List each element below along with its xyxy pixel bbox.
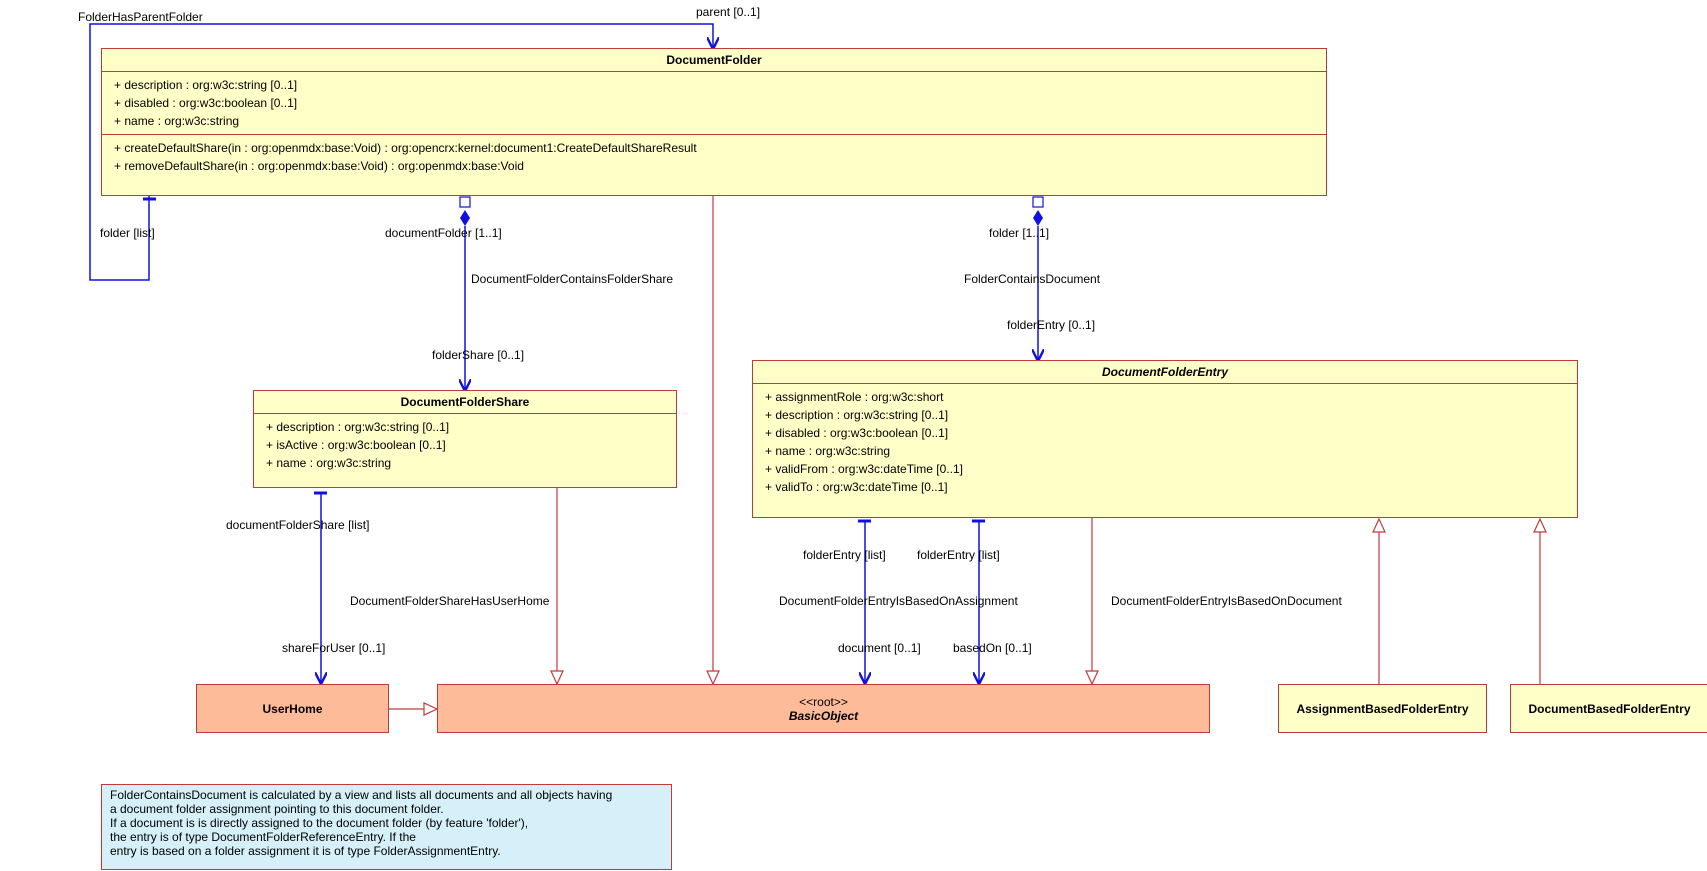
is-based-on-assignment-label: DocumentFolderEntryIsBasedOnAssignment [779,594,1018,608]
document-folder-entry-class[interactable]: DocumentFolderEntry + assignmentRole : o… [752,360,1578,518]
document-folder-class[interactable]: DocumentFolder + description : org:w3c:s… [101,48,1327,196]
document-folder-contains-folder-share-label: DocumentFolderContainsFolderShare [471,272,674,286]
folder-contains-document-label: FolderContainsDocument [964,272,1101,286]
document-folder-entry-title: DocumentFolderEntry [753,361,1577,384]
note-line: If a document is is directly assigned to… [110,816,529,830]
attribute-row: + description : org:w3c:string [0..1] [266,420,450,434]
folder-has-parent-folder-link [89,23,713,281]
document-folder-attributes: + description : org:w3c:string [0..1] + … [102,72,1326,135]
folder-has-parent-folder-label: FolderHasParentFolder [78,10,203,24]
document-folder-share-class[interactable]: DocumentFolderShare + description : org:… [253,390,677,488]
attribute-row: + name : org:w3c:string [765,444,891,458]
parent-role-label: parent [0..1] [696,5,761,19]
folder-entry-list-role-label-b: folderEntry [list] [917,548,1000,562]
assignment-based-folder-entry-class[interactable]: AssignmentBasedFolderEntry [1278,684,1487,733]
attribute-row: + assignmentRole : org:w3c:short [765,390,944,404]
folder-entry-role-label: folderEntry [0..1] [1007,318,1096,332]
folder-role-label: folder [1..1] [989,226,1050,240]
operation-row: + removeDefaultShare(in : org:openmdx:ba… [114,159,524,173]
explanation-note: FolderContainsDocument is calculated by … [101,784,672,870]
attribute-row: + description : org:w3c:string [0..1] [765,408,949,422]
document-folder-entry-generalization [1085,518,1099,686]
folder-entry-list-role-label-a: folderEntry [list] [803,548,886,562]
note-line: the entry is of type DocumentFolderRefer… [110,830,416,844]
attribute-row: + description : org:w3c:string [0..1] [114,78,298,92]
operation-row: + createDefaultShare(in : org:openmdx:ba… [114,141,697,155]
is-based-on-document-label: DocumentFolderEntryIsBasedOnDocument [1111,594,1342,608]
document-folder-title: DocumentFolder [102,49,1326,72]
document-folder-generalization [706,196,720,686]
basic-object-title: BasicObject [788,708,859,723]
is-based-on-document-link [972,519,985,683]
document-folder-share-has-user-home-label: DocumentFolderShareHasUserHome [350,594,550,608]
attribute-row: + isActive : org:w3c:boolean [0..1] [266,438,446,452]
user-home-class[interactable]: UserHome [196,684,389,733]
assignment-based-folder-entry-title: AssignmentBasedFolderEntry [1296,701,1469,716]
share-for-user-role-label: shareForUser [0..1] [282,641,386,655]
document-based-folder-entry-class[interactable]: DocumentBasedFolderEntry [1510,684,1707,733]
attribute-row: + name : org:w3c:string [114,114,240,128]
document-folder-share-attributes: + description : org:w3c:string [0..1] + … [254,414,676,476]
document-folder-share-generalization [550,488,564,686]
document-folder-entry-attributes: + assignmentRole : org:w3c:short + descr… [753,384,1577,500]
note-line: entry is based on a folder assignment it… [110,844,501,858]
attribute-row: + disabled : org:w3c:boolean [0..1] [765,426,949,440]
based-on-role-label: basedOn [0..1] [953,641,1032,655]
document-folder-operations: + createDefaultShare(in : org:openmdx:ba… [102,135,1326,179]
document-folder-share-title: DocumentFolderShare [254,391,676,414]
attribute-row: + disabled : org:w3c:boolean [0..1] [114,96,298,110]
basic-object-class[interactable]: <<root>> BasicObject [437,684,1210,733]
folder-contains-document-link [1033,196,1043,360]
document-folder-role-label: documentFolder [1..1] [385,226,502,240]
attribute-row: + validTo : org:w3c:dateTime [0..1] [765,480,948,494]
note-line: FolderContainsDocument is calculated by … [110,788,613,802]
user-home-generalization [389,702,439,716]
basic-object-stereotype: <<root>> [799,694,848,709]
user-home-title: UserHome [262,701,323,716]
folder-list-role-label: folder [list] [100,226,155,240]
is-based-on-assignment-link [858,519,871,683]
document-role-label: document [0..1] [838,641,921,655]
folder-share-role-label: folderShare [0..1] [432,348,525,362]
assignment-based-entry-generalization [1372,517,1386,684]
note-line: a document folder assignment pointing to… [110,802,444,816]
document-folder-share-has-user-home-link [314,491,327,683]
attribute-row: + validFrom : org:w3c:dateTime [0..1] [765,462,963,476]
document-based-entry-generalization [1533,517,1547,684]
document-folder-contains-folder-share-link [460,196,470,390]
attribute-row: + name : org:w3c:string [266,456,392,470]
document-folder-share-role-label: documentFolderShare [list] [226,518,370,532]
document-based-folder-entry-title: DocumentBasedFolderEntry [1528,701,1691,716]
